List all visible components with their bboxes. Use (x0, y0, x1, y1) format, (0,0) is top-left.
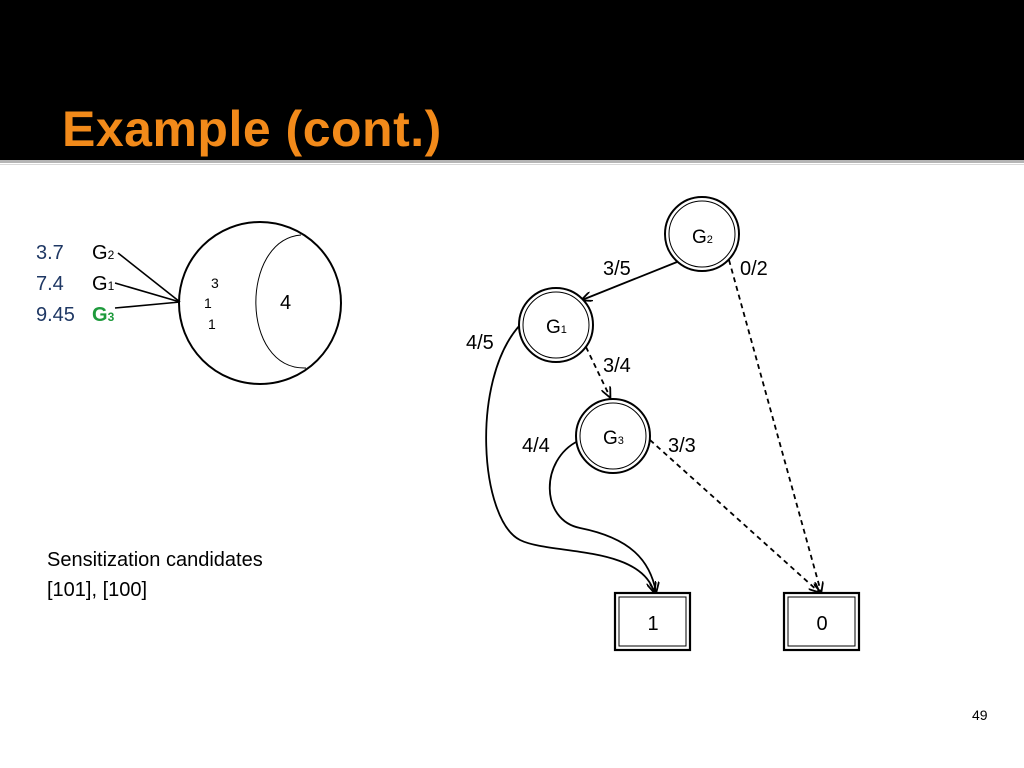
candidates-heading: Sensitization candidates (47, 549, 263, 571)
edge-g2-g1 (582, 261, 678, 300)
node-g2: G2 (664, 196, 740, 272)
edge-g2-zero (728, 259, 821, 592)
edge-g1-g3 (585, 346, 610, 397)
terminal-zero: 0 (782, 591, 861, 652)
sensitization-candidates: Sensitization candidates [101], [100] (47, 545, 263, 605)
edge-g1-one (485, 324, 654, 592)
circle-value-right: 4 (280, 292, 291, 314)
title-bar (0, 0, 1024, 160)
edge-label-g2-g1: 3/5 (603, 258, 631, 280)
gate-name-g3: G3 (92, 304, 115, 326)
svg-text:G2: G2 (692, 227, 713, 248)
circle-value-bottom: 1 (208, 316, 216, 332)
svg-text:0: 0 (816, 613, 827, 635)
circle-value-mid: 1 (204, 295, 212, 311)
page-number: 49 (972, 707, 988, 723)
candidates-values: [101], [100] (47, 579, 148, 601)
gate-value-g1: 7.4 (36, 273, 64, 295)
terminal-one: 1 (613, 591, 692, 652)
gate-name-g2: G2 (92, 242, 115, 264)
edge-label-g2-zero: 0/2 (740, 258, 768, 280)
graph-edges (485, 259, 821, 592)
circle-value-top: 3 (211, 275, 219, 291)
gate-value-list: 3.7 7.4 9.45 G2 G1 G3 (36, 242, 115, 326)
title-divider (0, 160, 1024, 163)
node-g1: G1 (518, 287, 594, 363)
slide-title: Example (cont.) (62, 101, 442, 157)
edge-label-g1-g3: 3/4 (603, 355, 631, 377)
region-divider-arc (255, 234, 307, 369)
gate-value-g2: 3.7 (36, 242, 64, 264)
node-g3: G3 (575, 398, 651, 474)
gate-name-g1: G1 (92, 273, 115, 295)
edge-label-g1-one: 4/5 (466, 332, 494, 354)
gate-value-g3: 9.45 (36, 304, 75, 326)
svg-text:G3: G3 (603, 428, 624, 449)
edge-g3-one (548, 440, 656, 592)
region-circle: 3 1 1 4 (178, 221, 342, 385)
edge-g3-zero (649, 439, 819, 592)
edge-labels: 3/5 0/2 4/5 3/4 4/4 3/3 (466, 258, 768, 457)
fan-in-lines (114, 252, 181, 309)
svg-text:G1: G1 (546, 317, 567, 338)
edge-label-g3-zero: 3/3 (668, 435, 696, 457)
title-divider-thin (0, 164, 1024, 165)
svg-text:1: 1 (647, 613, 658, 635)
edge-label-g3-one: 4/4 (522, 435, 550, 457)
